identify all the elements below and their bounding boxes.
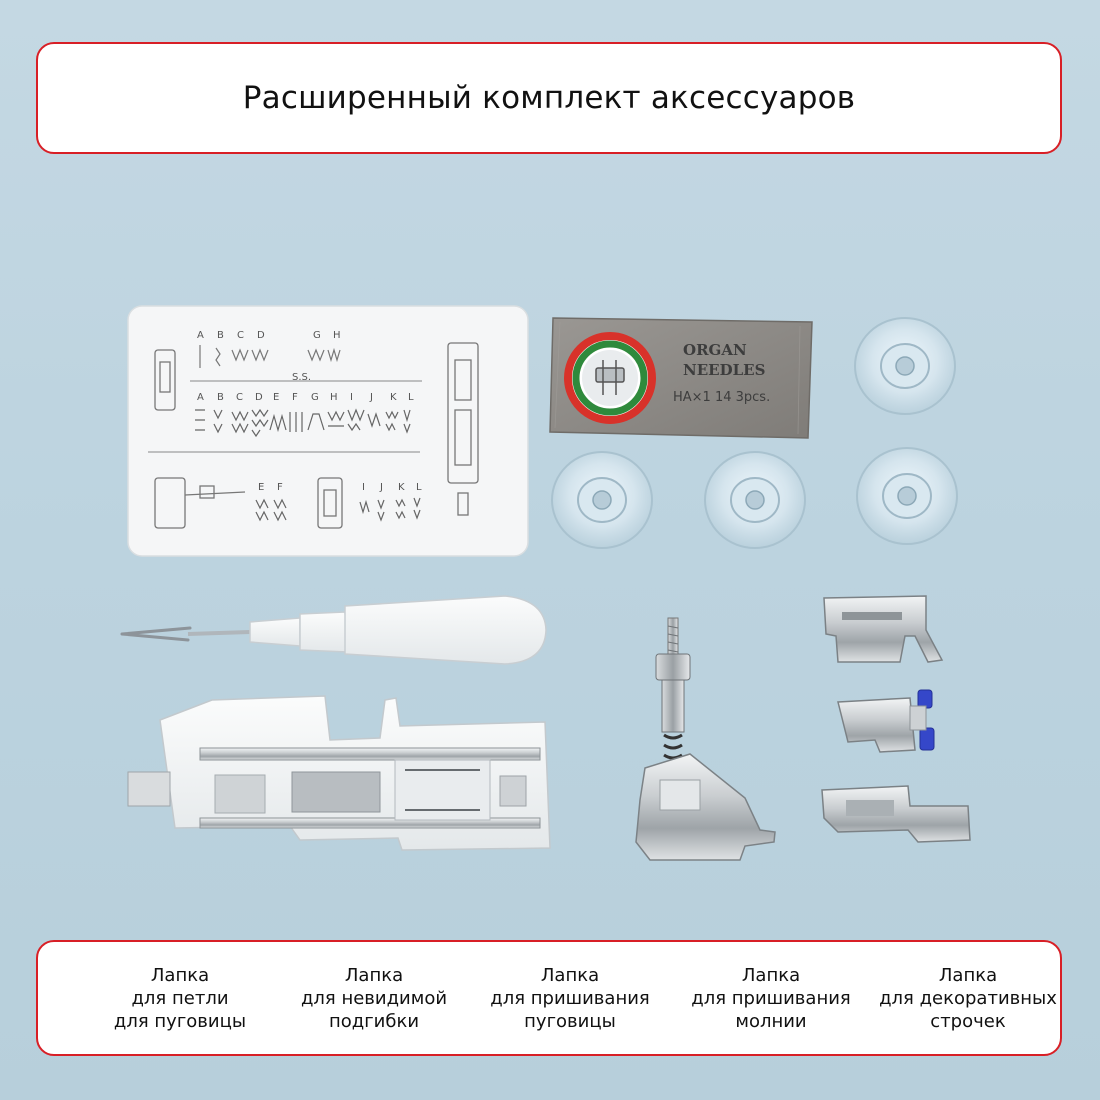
- card-row2-stitches: [195, 408, 411, 438]
- card-foot-icon-4: [447, 342, 479, 516]
- legend-line: молнии: [735, 1011, 807, 1032]
- legend-line: для декоративных: [879, 988, 1057, 1009]
- legend-blind-hem-foot: Лапка для невидимой подгибки: [274, 964, 474, 1033]
- card-letter: E: [273, 392, 279, 403]
- legend-line: для невидимой: [300, 988, 448, 1009]
- card-letter: D: [257, 330, 265, 341]
- card-letter: B: [217, 330, 224, 341]
- legend-line: Лапка: [540, 965, 600, 986]
- card-row1: A B C D G H: [197, 330, 341, 341]
- legend-line: Лапка: [741, 965, 801, 986]
- legend-decorative-foot: Лапка для декоративных строчек: [868, 964, 1068, 1033]
- legend-line: подгибки: [328, 1011, 420, 1032]
- bobbin-icon: [551, 451, 653, 549]
- legend-line: Лапка: [938, 965, 998, 986]
- presser-foot-icon: [823, 595, 944, 663]
- page-title: Расширенный комплект аксессуаров: [242, 80, 856, 116]
- needle-spec: HA×1 14 3pcs.: [673, 390, 770, 405]
- card-letter: F: [277, 482, 283, 493]
- card-letter: L: [408, 392, 414, 403]
- card-letter: I: [362, 482, 365, 493]
- card-letter: B: [217, 392, 224, 403]
- card-foot-icon-1: [154, 349, 176, 411]
- bobbin-icon: [704, 451, 806, 549]
- card-letter: D: [255, 392, 263, 403]
- card-letter: J: [369, 392, 373, 403]
- legend-buttonhole-foot: Лапка для петли для пуговицы: [80, 964, 280, 1033]
- card-letter: A: [197, 392, 204, 403]
- card-letter: J: [379, 482, 383, 493]
- legend-line: для пришивания: [691, 988, 851, 1009]
- needle-brand-2: NEEDLES: [683, 361, 765, 379]
- legend-line: пуговицы: [524, 1011, 616, 1032]
- card-letter: C: [237, 330, 244, 341]
- card-letter: E: [258, 482, 264, 493]
- legend-line: для петли: [131, 988, 229, 1009]
- legend-line: Лапка: [344, 965, 404, 986]
- card-letter: K: [390, 392, 397, 403]
- bobbin-icon: [854, 317, 956, 415]
- buttonhole-foot-icon: [127, 695, 551, 851]
- card-letter: I: [350, 392, 353, 403]
- bobbin-icon: [856, 447, 958, 545]
- presser-foot-icon: [821, 785, 971, 843]
- legend-line: для пришивания: [490, 988, 650, 1009]
- card-foot-icon-3: [317, 477, 343, 529]
- card-ss-label: S.S.: [292, 372, 311, 383]
- legend-zipper-foot: Лапка для пришивания молнии: [671, 964, 871, 1033]
- card-letter: A: [197, 330, 204, 341]
- card-row1-stitches: [199, 345, 341, 368]
- card-row3-stitches: [255, 497, 421, 522]
- stitch-card: A B C D G H S.S. A B C D E F G H I J: [127, 305, 529, 557]
- card-letter: G: [313, 330, 321, 341]
- zipper-foot-icon: [837, 689, 935, 753]
- card-letter: C: [236, 392, 243, 403]
- card-foot-icon-2: [154, 477, 246, 529]
- card-letter: K: [398, 482, 405, 493]
- card-letter: G: [311, 392, 319, 403]
- needle-pack-icon: ORGAN NEEDLES HA×1 14 3pcs.: [549, 317, 813, 439]
- card-letter: H: [330, 392, 338, 403]
- card-letter: H: [333, 330, 341, 341]
- title-banner: Расширенный комплект аксессуаров: [36, 42, 1062, 154]
- needle-brand-1: ORGAN: [683, 341, 747, 359]
- legend-line: строчек: [930, 1011, 1006, 1032]
- seam-ripper-icon: [120, 595, 547, 665]
- card-letter: F: [292, 392, 298, 403]
- legend-line: Лапка: [150, 965, 210, 986]
- legend-button-sewing-foot: Лапка для пришивания пуговицы: [470, 964, 670, 1033]
- card-letter: L: [416, 482, 422, 493]
- presser-foot-icon: [635, 617, 776, 861]
- card-row2: A B C D E F G H I J K L: [197, 392, 414, 403]
- legend-panel: Лапка для петли для пуговицы Лапка для н…: [36, 940, 1062, 1056]
- legend-line: для пуговицы: [113, 1011, 247, 1032]
